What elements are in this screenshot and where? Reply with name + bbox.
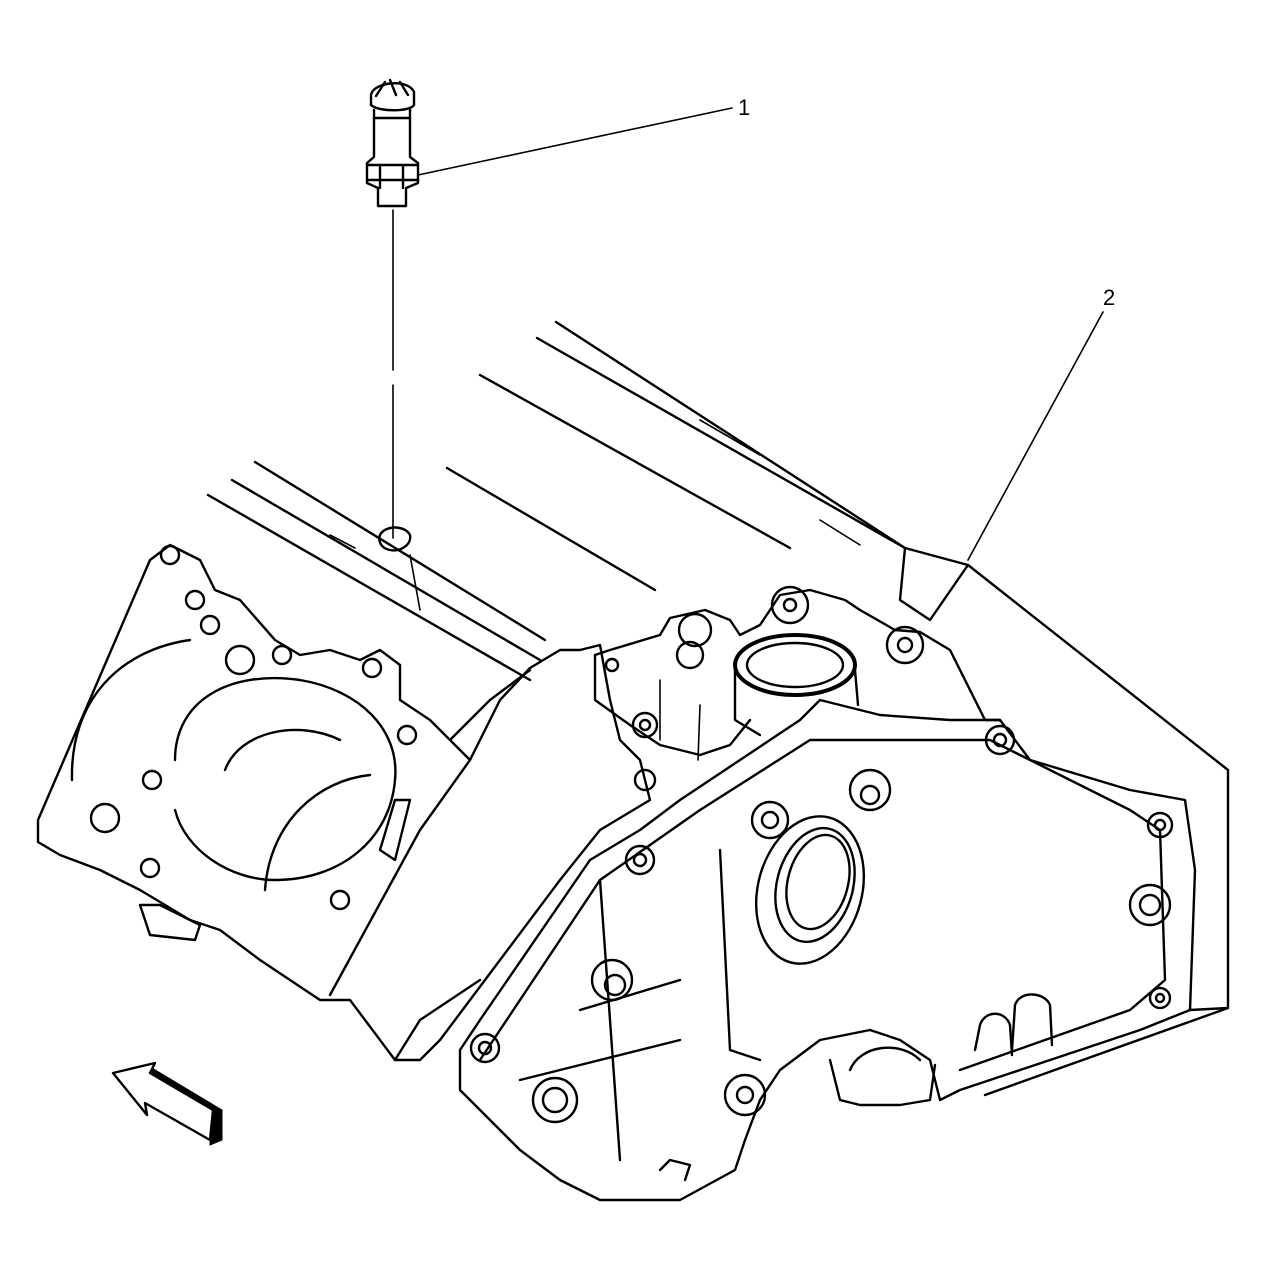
- callout-2-leader: [967, 311, 1104, 561]
- front-cover: [458, 698, 1230, 1202]
- oil-pressure-sensor: [365, 78, 420, 208]
- direction-arrow-icon: [111, 1061, 223, 1146]
- callout-2-label: 2: [1103, 285, 1115, 310]
- cylinder-head-deck: [36, 543, 652, 1062]
- engine-block-top-deck: [206, 320, 1230, 1097]
- upper-bosses: [593, 585, 1002, 761]
- callout-leaders: [417, 107, 1104, 561]
- install-centerline: [329, 209, 421, 611]
- callout-1-label: 1: [738, 95, 750, 120]
- callout-1-leader: [417, 107, 733, 176]
